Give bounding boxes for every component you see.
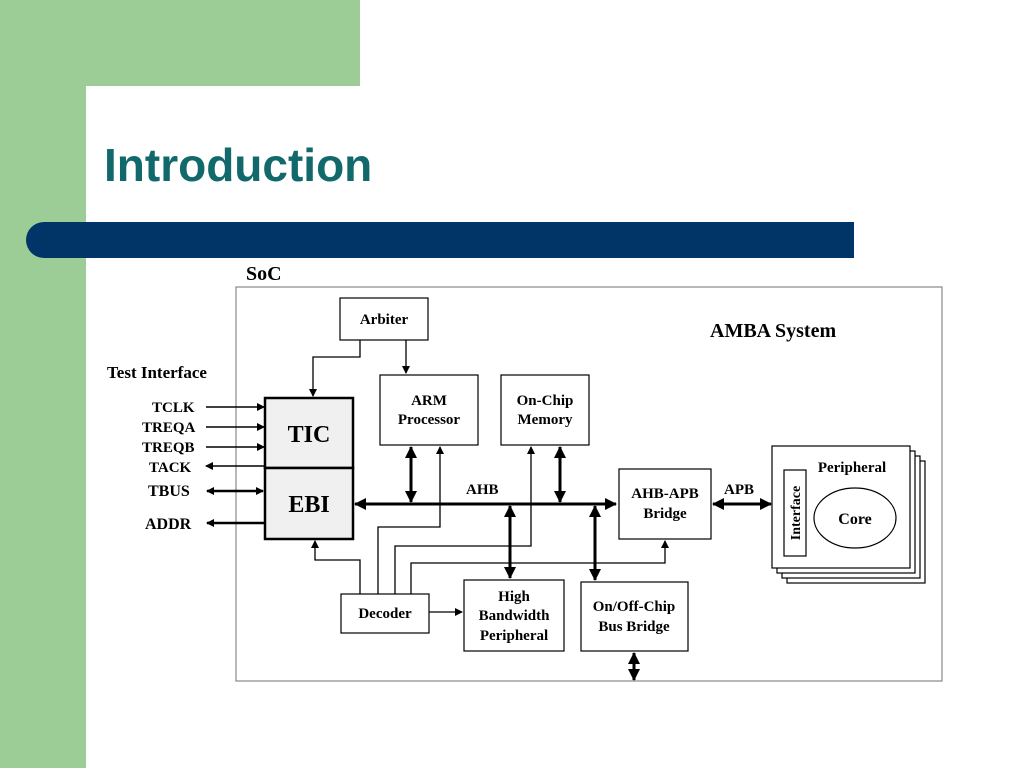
test-interface-label: Test Interface: [107, 363, 207, 382]
arbiter-to-tic-arrow: [309, 340, 361, 397]
hbp-label-line3: Peripheral: [480, 628, 548, 644]
decoder-to-ebi-arrow: [311, 540, 361, 594]
left-accent-band: [0, 0, 86, 768]
signal-tclk: TCLK: [152, 400, 195, 416]
arm-processor-block: [379, 374, 479, 446]
bus-bridge-label-line1: On/Off-Chip: [593, 599, 676, 615]
signal-tack: TACK: [149, 460, 192, 476]
tic-block: [263, 396, 355, 470]
hbp-label-line2: Bandwidth: [479, 608, 551, 624]
content-corner: [86, 86, 166, 166]
on-chip-memory-block: [500, 374, 590, 446]
high-bandwidth-peripheral-block: [463, 579, 565, 652]
decoder-to-bridge-arrow: [410, 540, 669, 594]
title-underline-bar: [26, 222, 854, 258]
signal-addr: ADDR: [145, 516, 192, 533]
bus-bridge-label-line2: Bus Bridge: [598, 619, 670, 635]
top-accent-band: [0, 0, 360, 86]
soc-frame: [235, 286, 943, 682]
decoder-to-arm-arrow: [377, 446, 444, 594]
bridge-label-line1: AHB-APB: [631, 486, 699, 502]
arbiter-block: [339, 297, 429, 341]
decoder-label: Decoder: [358, 606, 412, 622]
core-label: Core: [838, 511, 871, 528]
peripheral-label: Peripheral: [818, 460, 886, 476]
interface-label: Interface: [789, 486, 804, 540]
ahb-apb-bridge-block: [618, 468, 712, 540]
ahb-label: AHB: [466, 482, 499, 498]
signal-treqb: TREQB: [142, 440, 195, 456]
decoder-block: [340, 593, 430, 634]
hbp-label-line1: High: [498, 589, 530, 605]
memory-label-line1: On-Chip: [517, 393, 574, 409]
amba-system-label: AMBA System: [710, 320, 836, 342]
ebi-label: EBI: [288, 492, 329, 518]
ebi-block: [263, 466, 355, 541]
slide-title: Introduction: [104, 139, 373, 191]
bridge-label-line2: Bridge: [643, 506, 687, 522]
arm-label-line2: Processor: [398, 412, 461, 428]
tic-label: TIC: [288, 422, 331, 448]
decoder-to-memory-arrow: [394, 446, 535, 594]
soc-label: SoC: [246, 263, 282, 285]
signal-tbus: TBUS: [148, 483, 190, 500]
bus-bridge-block: [580, 581, 689, 652]
apb-label: APB: [724, 482, 754, 498]
arbiter-label: Arbiter: [360, 312, 409, 328]
core-block: [813, 487, 897, 549]
memory-label-line2: Memory: [518, 412, 573, 428]
signal-treqa: TREQA: [142, 420, 196, 436]
interface-block: [783, 469, 807, 557]
arm-label-line1: ARM: [411, 393, 447, 409]
